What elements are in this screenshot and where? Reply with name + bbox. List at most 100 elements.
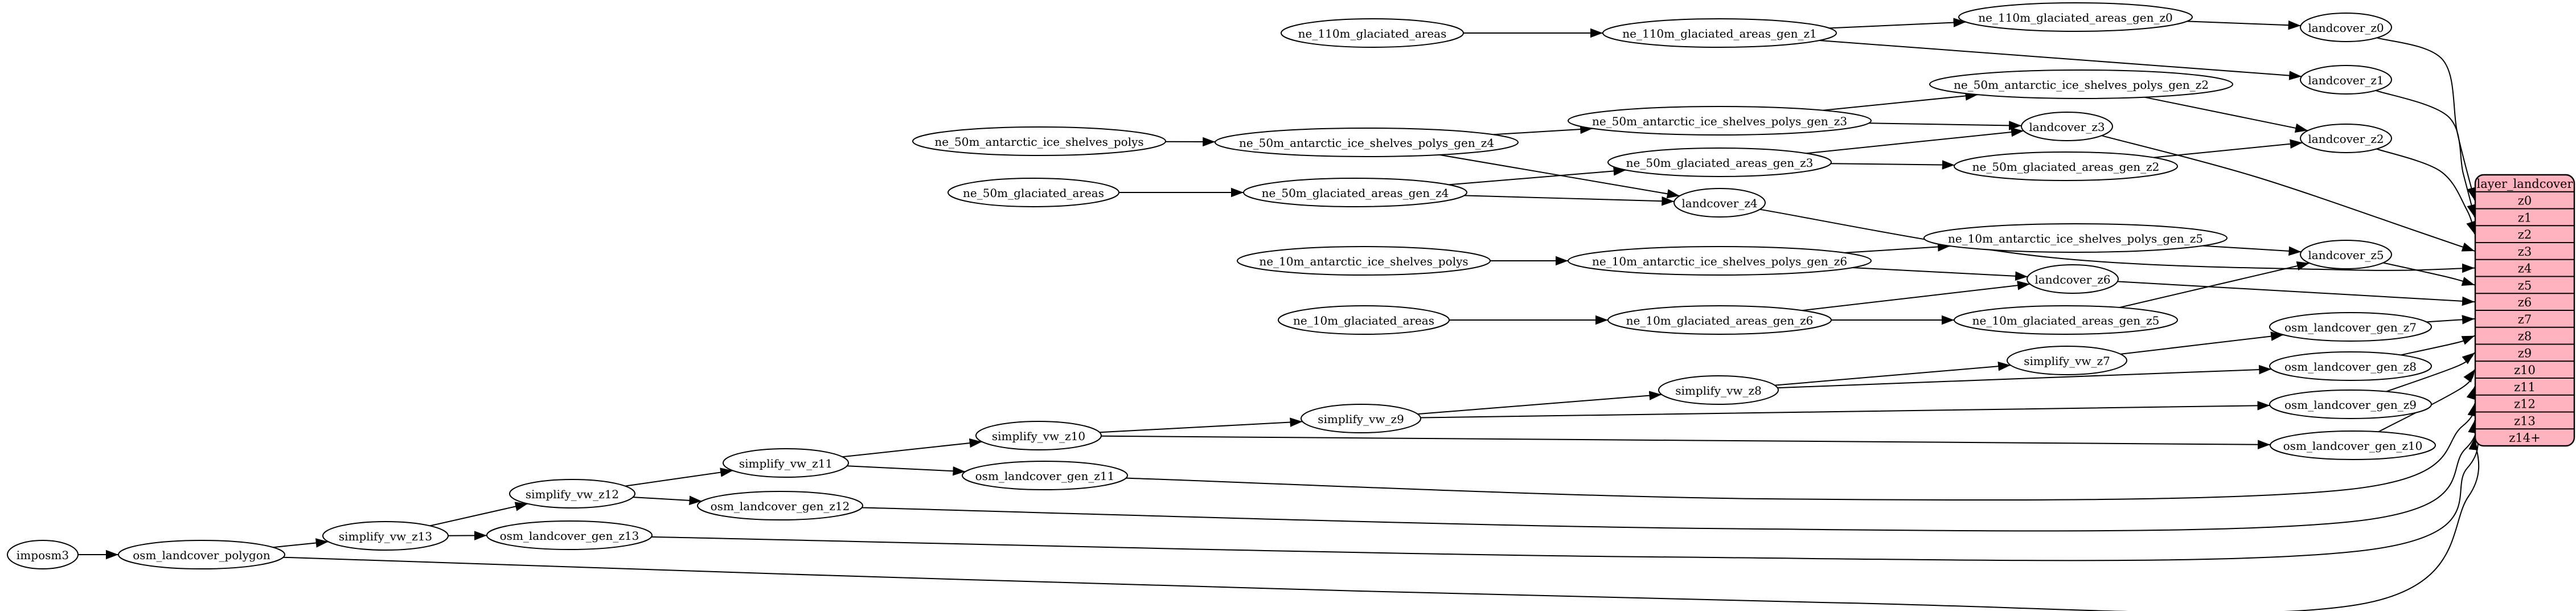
edge-g10-t10 (2378, 369, 2475, 433)
table-row-z8: z8 (2518, 330, 2532, 343)
edge-s8-s7 (1774, 362, 2011, 386)
edge-g13-t13 (651, 420, 2479, 561)
node-ellipse (7, 540, 79, 569)
node-osm_landcover_gen_z12: osm_landcover_gen_z12 (697, 491, 863, 520)
node-osm_landcover_polygon: osm_landcover_polygon (118, 540, 285, 569)
node-ne_50m_glaciated_areas_gen_z4: ne_50m_glaciated_areas_gen_z4 (1243, 178, 1467, 207)
edge-s7-g7 (2120, 331, 2284, 355)
node-ellipse (1278, 305, 1450, 335)
node-label: osm_landcover_gen_z8 (2284, 360, 2417, 374)
table-row-z1: z1 (2518, 211, 2532, 224)
node-ne_50m_antarctic_ice_shelves_polys_gen_z4: ne_50m_antarctic_ice_shelves_polys_gen_z… (1215, 128, 1519, 157)
node-label: ne_10m_antarctic_ice_shelves_polys_gen_z… (1592, 255, 1847, 268)
node-simplify_vw_z8: simplify_vw_z8 (1658, 375, 1779, 405)
table-layer_landcover: layer_landcoverz0z1z2z3z4z5z6z7z8z9z10z1… (2474, 174, 2575, 447)
node-ellipse (1954, 151, 2178, 181)
edge-s11-g11 (847, 465, 966, 476)
node-simplify_vw_z10: simplify_vw_z10 (975, 421, 1102, 450)
table-row-z3: z3 (2518, 245, 2532, 259)
node-ellipse (2300, 65, 2392, 95)
node-ellipse (2269, 389, 2432, 419)
node-label: ne_10m_glaciated_areas (1293, 314, 1434, 327)
edge-lc3-t3 (2101, 135, 2475, 252)
node-label: osm_landcover_gen_z9 (2284, 398, 2417, 412)
edge-ne110g0-lc0 (2187, 20, 2301, 30)
node-ellipse (912, 126, 1166, 156)
node-ellipse (2269, 351, 2432, 381)
node-label: ne_50m_glaciated_areas_gen_z4 (1262, 186, 1449, 200)
node-landcover_z1: landcover_z1 (2300, 65, 2392, 95)
node-ellipse (1958, 2, 2193, 32)
node-ellipse (1237, 246, 1491, 276)
node-ne_10m_antarctic_ice_shelves_polys_gen_z5: ne_10m_antarctic_ice_shelves_polys_gen_z… (1923, 223, 2228, 253)
node-ne_50m_antarctic_ice_shelves_polys_gen_z3: ne_50m_antarctic_ice_shelves_polys_gen_z… (1568, 106, 1872, 136)
node-label: ne_10m_antarctic_ice_shelves_polys (1259, 255, 1468, 268)
table-row-z9: z9 (2518, 346, 2532, 360)
node-label: simplify_vw_z10 (992, 429, 1085, 443)
node-label: ne_50m_glaciated_areas_gen_z3 (1626, 156, 1814, 170)
edges-layer (77, 18, 2480, 611)
table-row-z6: z6 (2518, 296, 2532, 309)
node-label: imposm3 (17, 548, 69, 562)
node-label: simplify_vw_z12 (526, 487, 619, 501)
table-row-z11: z11 (2514, 380, 2536, 394)
node-landcover_z5: landcover_z5 (2300, 240, 2392, 269)
node-ellipse (1923, 223, 2228, 253)
node-label: ne_50m_glaciated_areas (963, 186, 1104, 200)
table-row-z10: z10 (2514, 363, 2536, 377)
edge-ne50pg2-lc2 (2144, 96, 2308, 133)
nodes-layer: imposm3 osm_landcover_polygon simplify_vw_… (7, 2, 2436, 569)
node-landcover_z0: landcover_z0 (2300, 13, 2392, 42)
node-ellipse (1607, 147, 1832, 177)
node-label: simplify_vw_z13 (339, 530, 432, 543)
edge-ne50gg2-lc2 (2153, 139, 2303, 158)
edge-ne50pg3-lc3 (1868, 121, 2022, 130)
edge-ne10gg5-lc5 (2119, 261, 2310, 309)
node-label: ne_110m_glaciated_areas_gen_z1 (1622, 27, 1816, 40)
node-label: landcover_z5 (2308, 248, 2384, 262)
node-label: ne_10m_glaciated_areas_gen_z6 (1626, 314, 1814, 327)
node-ellipse (1607, 305, 1832, 335)
edge-s10-s9 (1100, 417, 1303, 433)
edge-lc4-t4 (1759, 208, 2475, 273)
node-label: simplify_vw_z7 (2024, 354, 2110, 368)
node-ellipse (1658, 375, 1779, 405)
node-label: ne_50m_antarctic_ice_shelves_polys (934, 135, 1143, 149)
edge-ne50gg3-lc3 (1806, 127, 2024, 154)
edge-ne10pg6-lc6 (1852, 267, 2028, 281)
node-ne_10m_antarctic_ice_shelves_polys_gen_z6: ne_10m_antarctic_ice_shelves_polys_gen_z… (1568, 246, 1872, 276)
node-ellipse (2269, 312, 2432, 342)
node-label: landcover_z1 (2308, 73, 2384, 87)
edge-ne10pg6-ne10pg5 (1844, 242, 1951, 253)
edge-s9-s8 (1417, 391, 1662, 415)
node-ellipse (509, 479, 635, 509)
table-layer: layer_landcoverz0z1z2z3z4z5z6z7z8z9z10z1… (2474, 174, 2575, 447)
node-ne_10m_glaciated_areas_gen_z6: ne_10m_glaciated_areas_gen_z6 (1607, 305, 1832, 335)
edge-s8-g8 (1777, 364, 2272, 389)
node-ellipse (1602, 18, 1837, 48)
node-ne_110m_glaciated_areas: ne_110m_glaciated_areas (1281, 18, 1464, 48)
node-label: osm_landcover_gen_z10 (2283, 439, 2423, 453)
node-osm_landcover_gen_z7: osm_landcover_gen_z7 (2269, 312, 2432, 342)
node-osm_landcover_gen_z9: osm_landcover_gen_z9 (2269, 389, 2432, 419)
node-ellipse (322, 521, 449, 551)
node-ellipse (118, 540, 285, 569)
node-osm_landcover_gen_z11: osm_landcover_gen_z11 (962, 461, 1128, 490)
node-label: simplify_vw_z8 (1675, 384, 1762, 397)
node-ellipse (723, 448, 849, 478)
edge-lc0-t0 (2377, 37, 2476, 200)
node-label: landcover_z3 (2029, 120, 2105, 134)
node-ellipse (1568, 106, 1872, 136)
node-ellipse (1243, 178, 1467, 207)
node-label: ne_110m_glaciated_areas (1298, 27, 1447, 40)
node-ellipse (697, 491, 863, 520)
edge-ne10gg6-lc6 (1802, 281, 2031, 311)
node-ne_50m_glaciated_areas_gen_z2: ne_50m_glaciated_areas_gen_z2 (1954, 151, 2178, 181)
edge-s10-g10 (1101, 435, 2271, 449)
node-label: osm_landcover_gen_z7 (2284, 321, 2417, 334)
node-label: ne_110m_glaciated_areas_gen_z0 (1978, 11, 2172, 24)
node-label: osm_landcover_gen_z13 (500, 529, 639, 543)
edge-g7-t7 (2426, 315, 2475, 325)
edge-ne50gg4-lc4 (1464, 195, 1675, 206)
